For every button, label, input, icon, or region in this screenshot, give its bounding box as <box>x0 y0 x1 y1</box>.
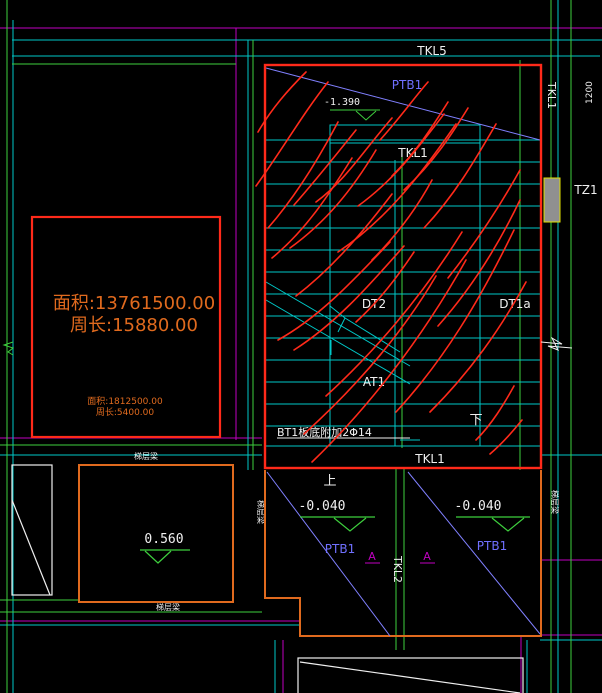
beam-label-bottom: 梯层梁 <box>156 602 180 612</box>
landing-lower-left: 梯层梁 梯层梁 0.560 <box>78 451 234 612</box>
label-xia: 下 <box>469 413 482 428</box>
label-at1: AT1 <box>363 375 385 389</box>
label-1200: 1200 <box>585 81 595 104</box>
stair-region: TKL5 TKL1 1200 TZ1 PTB1 -1.390 TKL1 DT2 … <box>263 44 598 489</box>
label-tkl2: TKL2 <box>391 555 404 583</box>
area-boundary-left: 面积:13761500.00 周长:15880.00 面积:1812500.00… <box>30 215 222 439</box>
small-perimeter-label: 周长:5400.00 <box>96 406 155 418</box>
label-elev-left: -0.040 <box>299 499 346 514</box>
beam-label-side-left: 梯层梁 <box>256 500 266 524</box>
label-ptb1-top: PTB1 <box>392 78 422 92</box>
label-tkl5: TKL5 <box>416 44 447 58</box>
bottom-opening <box>297 657 524 693</box>
label-dt1a: DT1a <box>499 297 531 311</box>
beam-label-side-right: 梯层梁 <box>550 490 560 514</box>
label-elev-right: -0.040 <box>455 499 502 514</box>
label-ptb1-left: PTB1 <box>325 542 355 556</box>
hand-drawn-markings <box>255 71 527 463</box>
label-tkl1-right: TKL1 <box>545 81 558 109</box>
label-bt1: BT1板底附加2Φ14 <box>277 425 372 439</box>
label-a-right: A <box>423 550 431 563</box>
label-a-left: A <box>368 550 376 563</box>
label-tz1: TZ1 <box>573 183 597 197</box>
perimeter-label: 周长:15880.00 <box>70 315 198 336</box>
landing-lower: -0.040 -0.040 PTB1 PTB1 A A TKL2 <box>264 470 542 637</box>
area-label: 面积:13761500.00 <box>53 293 215 314</box>
label-elev-top: -1.390 <box>324 97 360 108</box>
label-ptb1-right: PTB1 <box>477 539 507 553</box>
small-area-label: 面积:1812500.00 <box>87 395 163 407</box>
label-shang: 上 <box>323 474 336 489</box>
beam-label-top: 梯层梁 <box>134 451 158 461</box>
left-opening <box>11 464 53 596</box>
elevation-0560: 0.560 <box>144 532 183 547</box>
label-tkl1-bottom: TKL1 <box>414 452 445 466</box>
